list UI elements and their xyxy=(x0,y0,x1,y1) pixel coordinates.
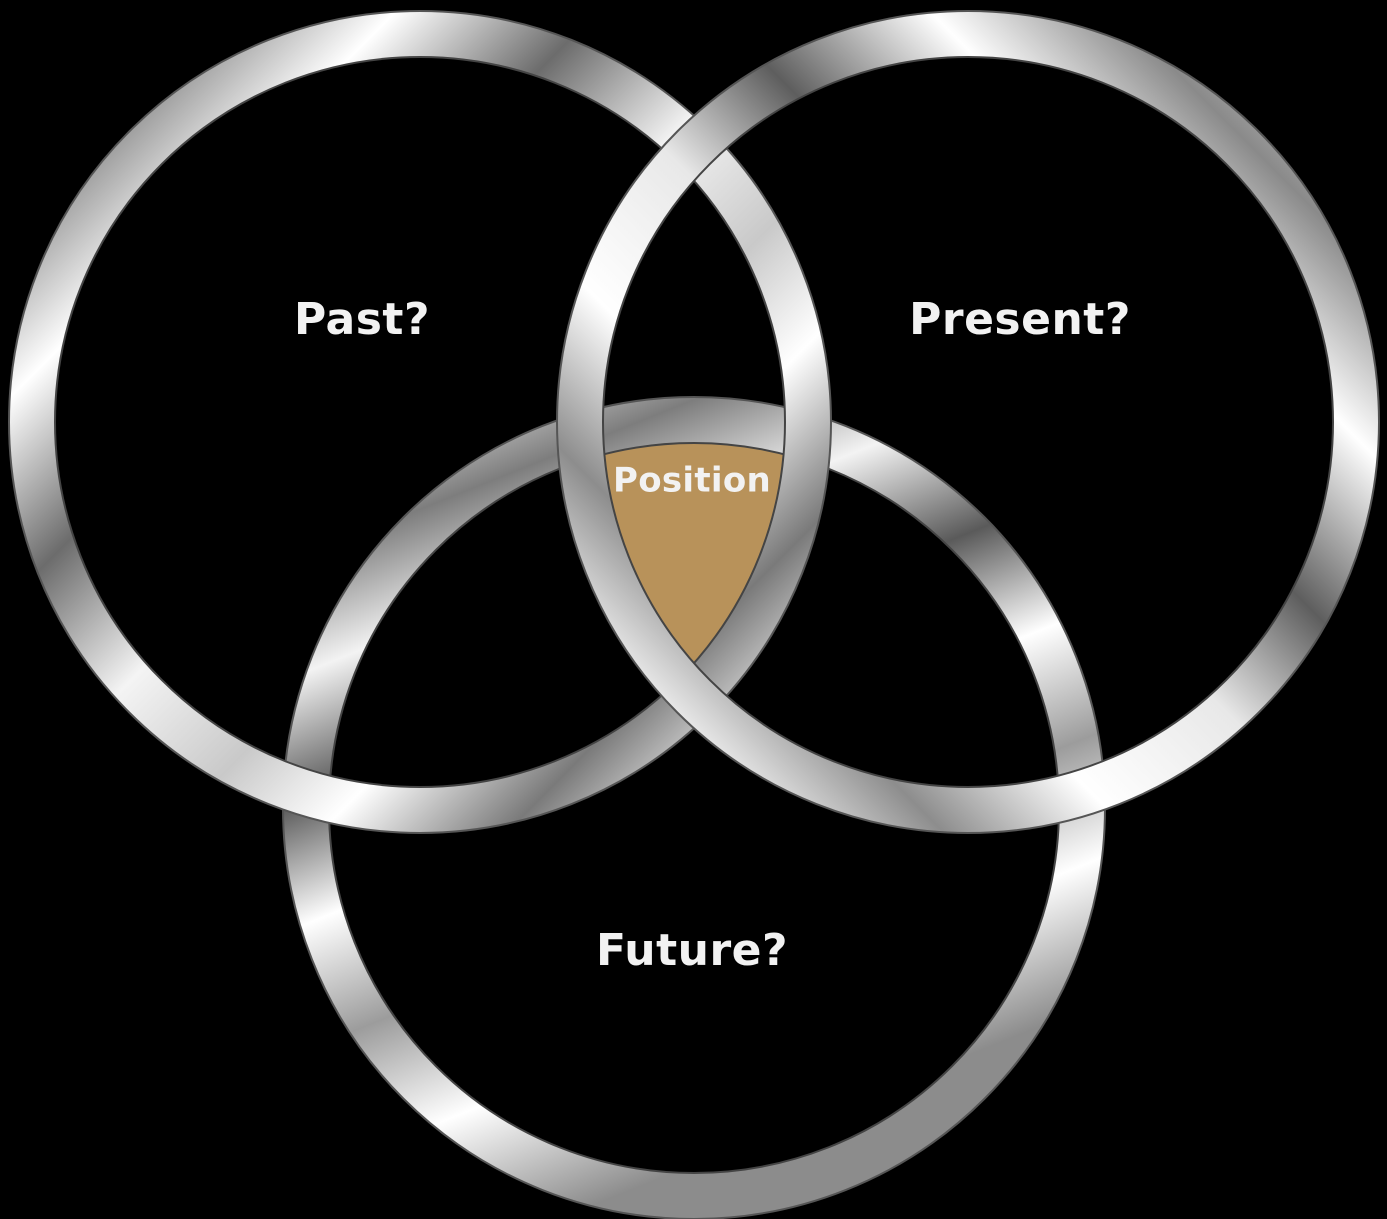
present-label: Present? xyxy=(909,294,1131,345)
present-ring-outer-edge xyxy=(556,10,1380,834)
present-ring-inner-edge xyxy=(602,56,1334,788)
position-label: Position xyxy=(613,461,771,501)
present-ring xyxy=(557,11,1379,833)
past-label: Past? xyxy=(294,294,430,345)
future-label: Future? xyxy=(596,925,788,976)
past-ring-inner-edge xyxy=(54,56,786,788)
past-ring-outer-edge xyxy=(8,10,832,834)
past-ring xyxy=(9,11,831,833)
